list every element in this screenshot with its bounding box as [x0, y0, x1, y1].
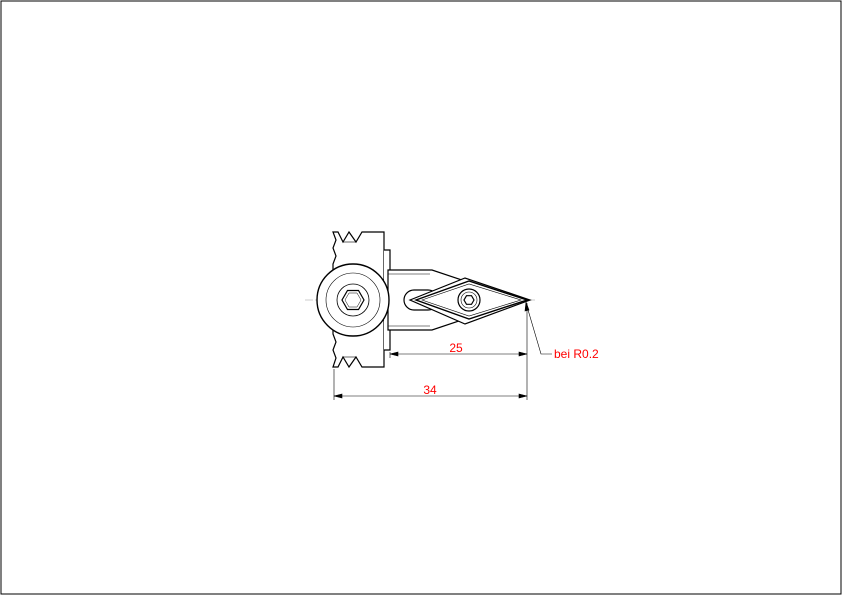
clamp-screw-hex-socket: [341, 289, 365, 311]
insert-chipbreaker: [421, 283, 523, 317]
arrow-34-left: [333, 393, 343, 399]
insert-screw-hex-socket: [463, 295, 475, 305]
clamp-screw-counterbore: [336, 283, 370, 317]
clamp-screw-inner-ring: [325, 272, 381, 328]
clamp-screw-head: [316, 263, 390, 337]
dimension-text-34: 34: [423, 383, 437, 397]
arrow-25-left: [389, 351, 399, 357]
radius-leader-arrow: [524, 301, 530, 312]
insert-screw-ring: [460, 291, 478, 309]
arrow-25-right: [518, 351, 528, 357]
radius-leader-line: [525, 302, 552, 355]
boring-tool: [316, 230, 532, 369]
clamp-screw-hex-inner: [344, 292, 362, 308]
arrow-34-right: [518, 393, 528, 399]
dimensions: [333, 301, 552, 400]
radius-callout-text: bei R0.2: [554, 347, 599, 361]
dimension-text-25: 25: [449, 341, 463, 355]
